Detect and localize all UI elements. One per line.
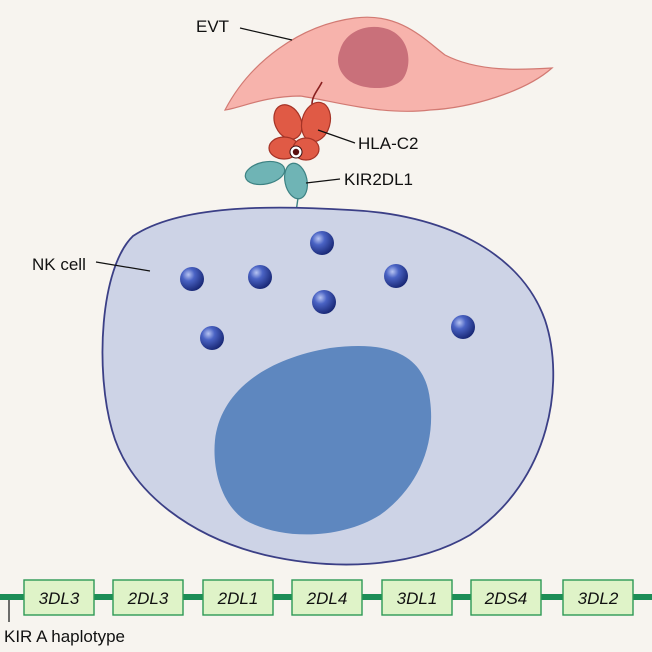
evt-cell xyxy=(223,16,554,112)
hla-tether xyxy=(311,81,323,105)
nk-cell xyxy=(101,206,555,566)
gene-label: 2DS4 xyxy=(484,589,528,608)
hla-c2-label: HLA-C2 xyxy=(358,134,418,153)
gene-box xyxy=(562,579,634,616)
gene-box xyxy=(381,579,453,616)
granule xyxy=(200,326,224,350)
gene-label: 3DL1 xyxy=(397,589,438,608)
gene-label: 2DL1 xyxy=(217,589,259,608)
hla-leader-line xyxy=(317,129,356,144)
nk-leader-line xyxy=(95,261,151,272)
gene-label: 3DL3 xyxy=(39,589,80,608)
gene-box xyxy=(202,579,274,616)
gene-boxes: 3DL3 2DL3 2DL1 2DL4 3DL1 2DS4 3DL2 xyxy=(23,579,634,616)
granule xyxy=(180,267,204,291)
kir-domain xyxy=(284,162,308,200)
gene-box xyxy=(112,579,184,616)
gene-box xyxy=(470,579,542,616)
evt-leader-line xyxy=(239,27,293,41)
gene-label: 2DL4 xyxy=(306,589,348,608)
kir2dl1-receptor xyxy=(244,160,308,223)
evt-nucleus xyxy=(338,26,409,89)
kir2dl1-label: KIR2DL1 xyxy=(344,170,413,189)
gene-label: 2DL3 xyxy=(127,589,169,608)
kir-leader-line xyxy=(305,178,341,184)
nk-cell-label: NK cell xyxy=(32,255,86,274)
kir-domain xyxy=(244,160,286,186)
granule xyxy=(451,315,475,339)
gene-label: 3DL2 xyxy=(578,589,619,608)
hla-c2-molecule xyxy=(268,101,332,161)
gene-box xyxy=(291,579,363,616)
granules xyxy=(180,231,475,350)
granule xyxy=(384,264,408,288)
granule xyxy=(312,290,336,314)
granule xyxy=(310,231,334,255)
kir-a-haplotype: 3DL3 2DL3 2DL1 2DL4 3DL1 2DS4 3DL2 xyxy=(0,579,652,616)
haplotype-label: KIR A haplotype xyxy=(4,627,125,646)
gene-box xyxy=(23,579,95,616)
nk-nucleus xyxy=(214,345,432,535)
granule xyxy=(248,265,272,289)
hla-domain xyxy=(273,104,303,140)
evt-label: EVT xyxy=(196,17,229,36)
